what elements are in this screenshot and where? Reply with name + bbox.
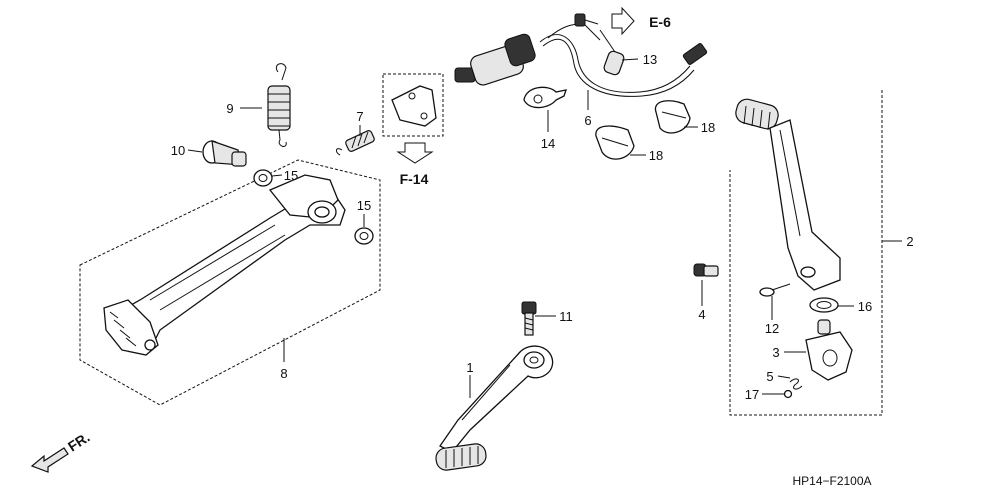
cable-band-right [654,100,691,134]
kick-washer [809,297,839,313]
switch-spring [335,130,375,156]
figure-code: HP14−F2100A [792,474,871,488]
callout-12: 12 [765,321,779,336]
kick-starter-arm [735,98,841,291]
cable-band-lower [595,125,635,160]
arrow-e6 [611,6,635,36]
cable-clip [523,86,567,109]
callout-4: 4 [698,307,705,322]
front-direction-label: FR. [65,429,93,455]
callout-6: 6 [584,113,591,128]
callout-11: 11 [559,309,573,324]
brake-light-switch [454,23,708,97]
kick-arm-bolt [693,263,719,277]
brake-pedal-group-outline [79,159,381,406]
clamp-screw [574,13,625,76]
callout-15b: 15 [357,198,371,213]
callout-7: 7 [356,109,363,124]
leader-lines [187,58,902,398]
callout-13: 13 [643,52,657,67]
reference-e6: E-6 [649,14,671,30]
return-spring [267,63,291,147]
callout-2: 2 [906,234,913,249]
pinion-spring [789,378,803,390]
kick-arm-screw [759,283,791,297]
callout-10: 10 [171,143,185,158]
callout-1: 1 [466,360,473,375]
pivot-bolt [202,140,247,167]
callout-9: 9 [226,101,233,116]
callout-18b: 18 [649,148,663,163]
callout-8: 8 [280,366,287,381]
front-direction-arrow [30,447,69,473]
brake-pedal [103,174,346,356]
kick-starter-group-outline [729,90,883,416]
bracket-f14 [382,73,444,164]
callout-17: 17 [745,387,759,402]
shift-pedal [435,345,554,471]
shift-pedal-bolt [521,301,537,336]
washer-upper [253,169,273,187]
kick-pinion [805,319,853,381]
nut-lower [354,227,374,245]
callout-5: 5 [766,369,773,384]
callout-14: 14 [541,136,555,151]
steel-ball [783,389,793,399]
callout-3: 3 [772,345,779,360]
callout-15a: 15 [284,168,298,183]
callout-18a: 18 [701,120,715,135]
reference-f14: F-14 [400,171,429,187]
callout-16: 16 [858,299,872,314]
